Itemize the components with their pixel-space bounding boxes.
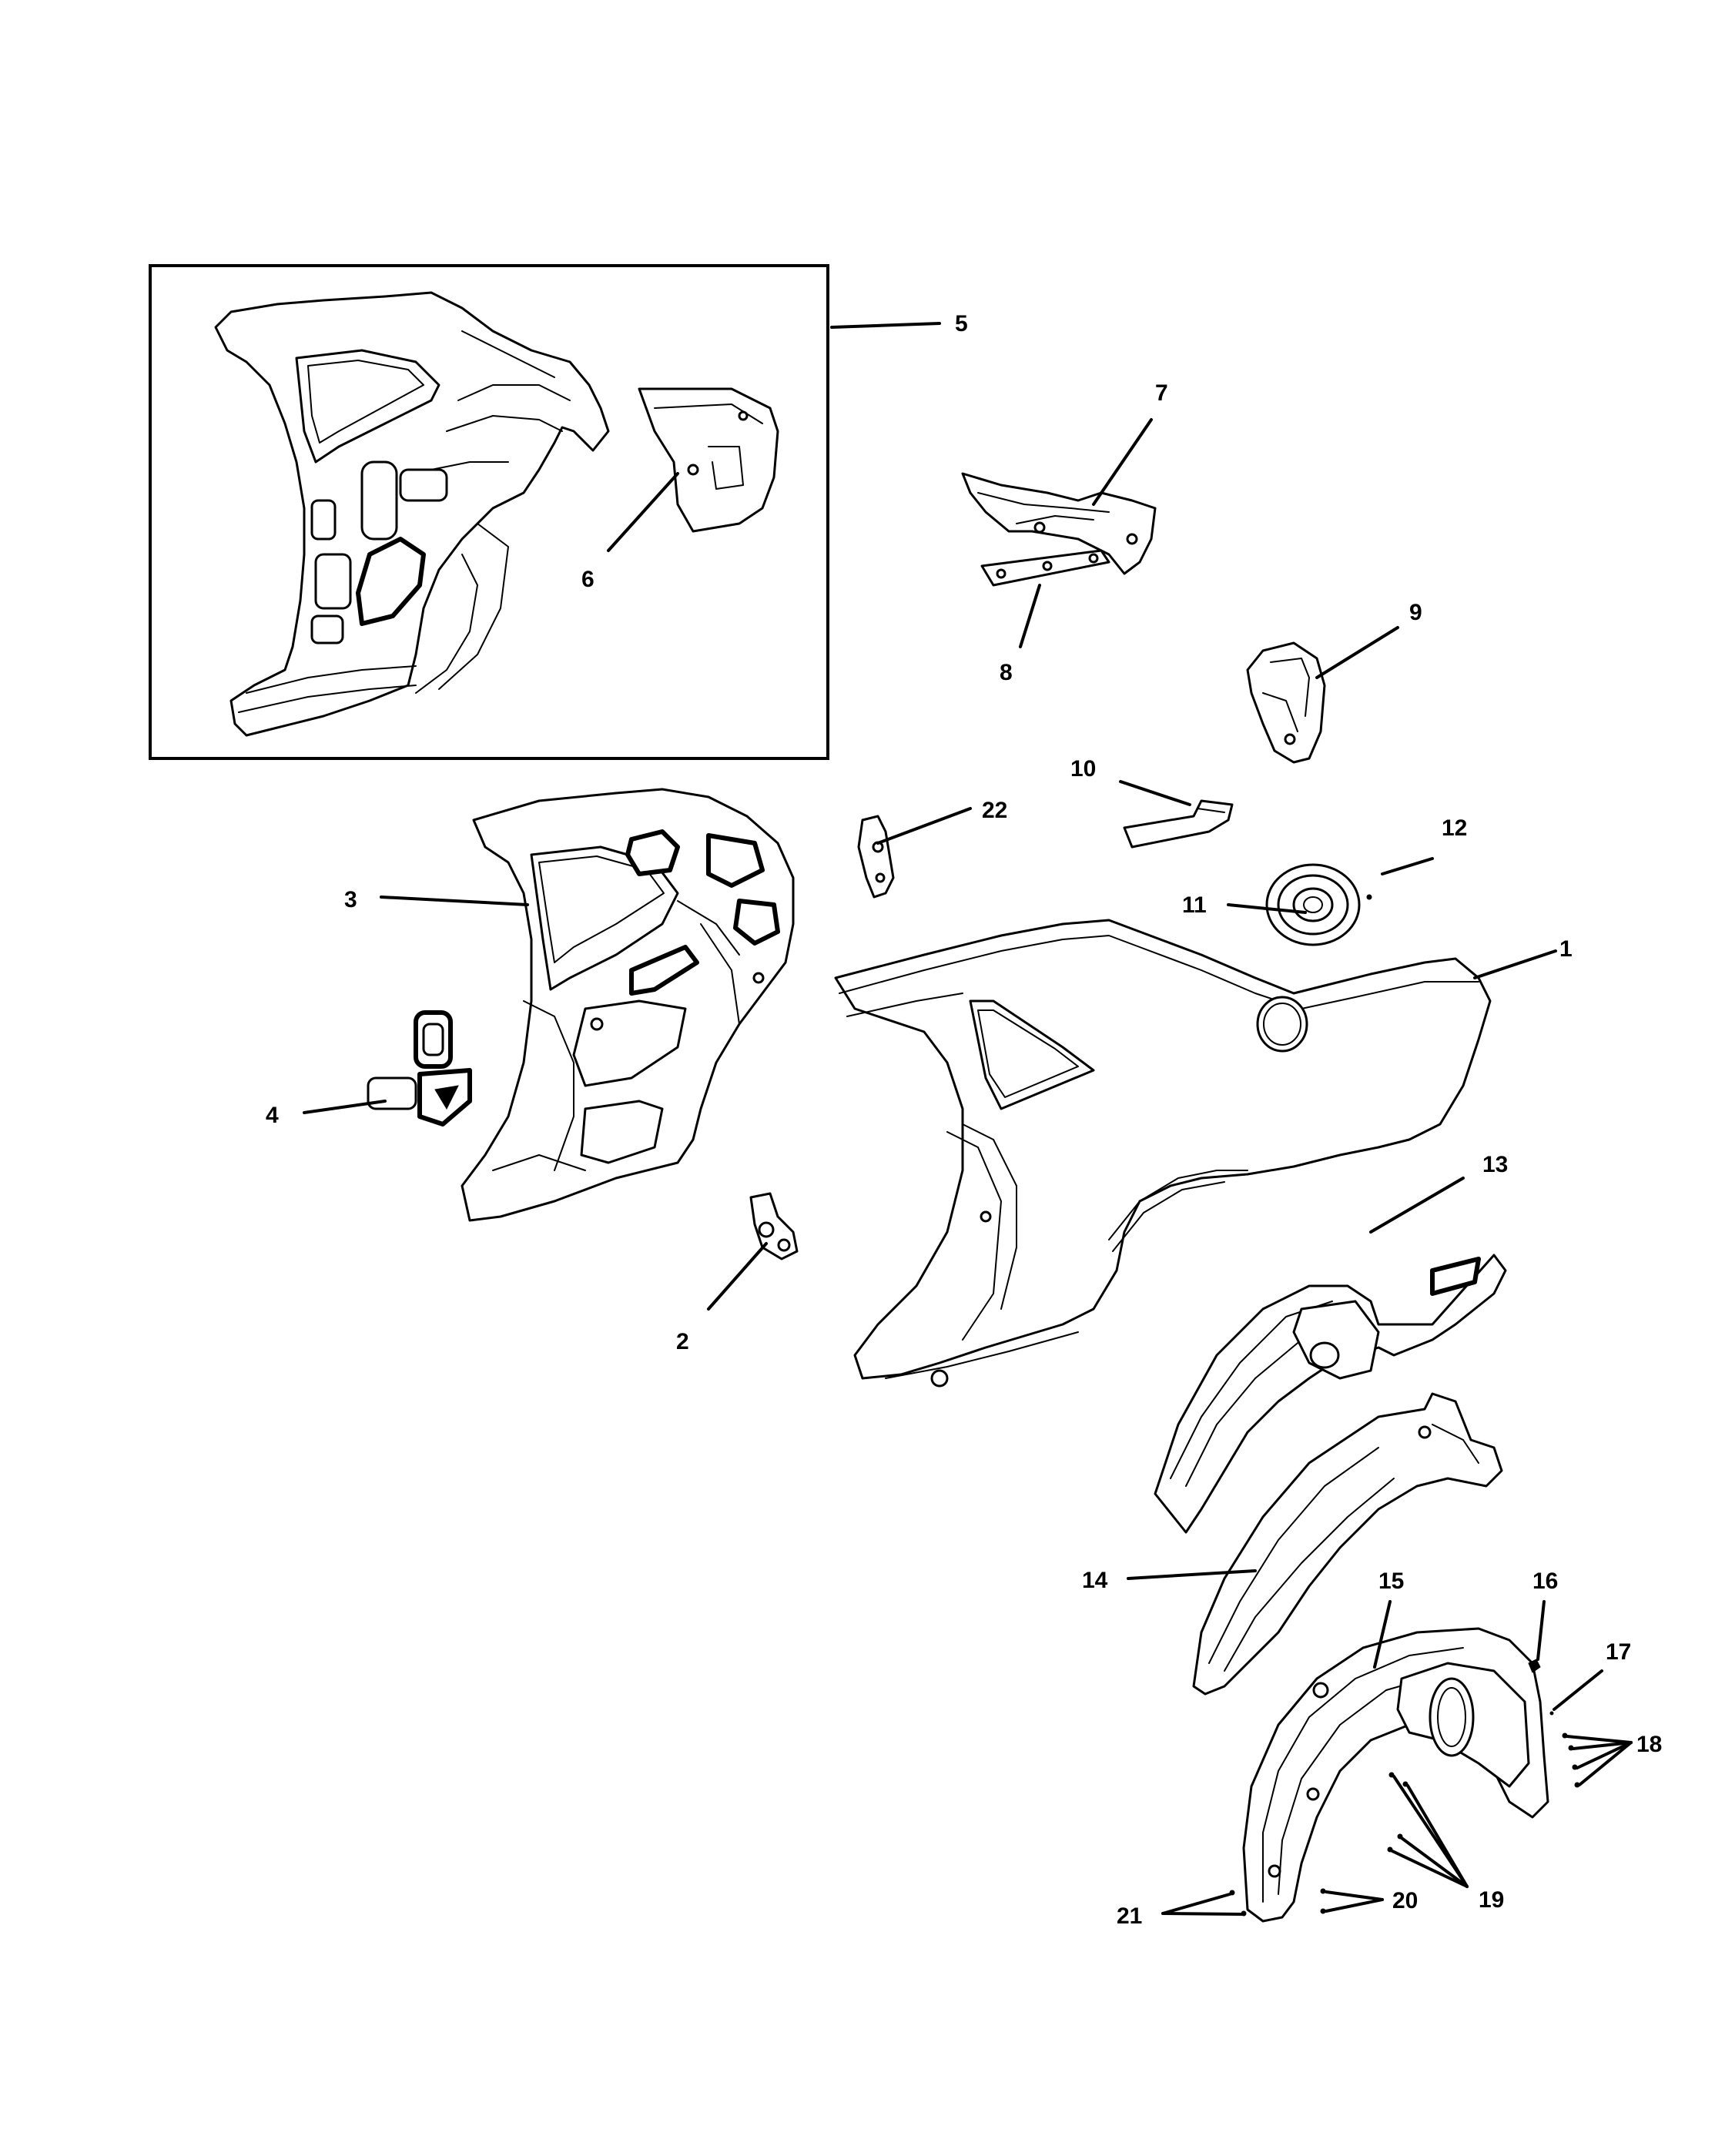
callout-21: 21	[1117, 1903, 1142, 1929]
part-20-drawing	[1320, 1888, 1326, 1914]
assembly-inset-box	[149, 264, 829, 760]
leader-9	[1315, 626, 1399, 679]
leader-18	[1566, 1735, 1633, 1786]
leader-15	[1373, 1600, 1392, 1669]
callout-7: 7	[1155, 380, 1168, 406]
part-3-drawing	[461, 788, 795, 1222]
part-2-drawing	[749, 1192, 799, 1260]
callout-20: 20	[1392, 1888, 1418, 1913]
part-11-fuel-door-drawing	[1265, 863, 1361, 946]
part-15-drawing	[1242, 1627, 1549, 1923]
part-12-drawing	[1366, 894, 1372, 900]
part-13-drawing	[1154, 1254, 1507, 1534]
callout-12: 12	[1442, 815, 1467, 841]
callout-17: 17	[1606, 1639, 1631, 1665]
part-9-drawing	[1246, 641, 1326, 764]
part-7-drawing	[961, 472, 1157, 575]
inner-quarter-assembly-drawing	[214, 291, 610, 737]
callout-6: 6	[581, 567, 595, 592]
part-17-drawing	[1549, 1711, 1554, 1716]
leader-lines	[303, 322, 1633, 1916]
leader-5	[830, 322, 941, 329]
leader-12	[1381, 857, 1434, 875]
leader-21	[1161, 1893, 1243, 1916]
callout-16: 16	[1532, 1568, 1558, 1594]
leader-19	[1391, 1775, 1469, 1888]
callout-18: 18	[1636, 1732, 1662, 1757]
leader-20	[1325, 1890, 1384, 1913]
callout-4: 4	[266, 1103, 279, 1128]
part-10-drawing	[1123, 799, 1234, 849]
part-14-drawing	[1192, 1392, 1503, 1696]
callout-8: 8	[1000, 660, 1013, 685]
part-22-drawing	[857, 815, 895, 899]
callout-11: 11	[1182, 892, 1207, 918]
callout-labels: 1 2 3 4 5 6 7 8 9 10 11 12 13 14 15 16 1…	[266, 311, 1662, 1929]
callout-13: 13	[1482, 1152, 1508, 1177]
part-8-drawing	[980, 549, 1110, 587]
callout-2: 2	[676, 1329, 689, 1354]
leader-4	[303, 1100, 387, 1114]
callout-3: 3	[344, 887, 357, 912]
callout-14: 14	[1082, 1568, 1108, 1593]
leader-22	[876, 807, 972, 845]
leader-14	[1127, 1569, 1257, 1580]
part-1-drawing	[834, 919, 1492, 1388]
leader-6	[607, 472, 679, 552]
callout-22: 22	[982, 798, 1007, 823]
callout-19: 19	[1479, 1887, 1504, 1913]
leader-8	[1019, 584, 1041, 648]
part-16-drawing	[1528, 1659, 1541, 1673]
leader-10	[1119, 780, 1191, 806]
part-21-drawing	[1229, 1890, 1247, 1917]
part-4-drawing	[367, 1010, 472, 1127]
leader-1	[1473, 949, 1557, 979]
leader-13	[1369, 1177, 1465, 1234]
part-18-drawing	[1562, 1732, 1580, 1788]
leader-3	[380, 896, 529, 906]
leader-17	[1552, 1669, 1603, 1711]
leader-2	[707, 1242, 768, 1311]
leader-11	[1227, 903, 1307, 914]
part-6-drawing	[638, 387, 779, 533]
leader-16	[1536, 1600, 1546, 1661]
callout-9: 9	[1409, 600, 1422, 625]
callout-1: 1	[1559, 936, 1573, 962]
callout-5: 5	[955, 311, 968, 336]
leader-7	[1092, 418, 1153, 506]
callout-15: 15	[1378, 1568, 1404, 1594]
callout-10: 10	[1070, 756, 1096, 782]
